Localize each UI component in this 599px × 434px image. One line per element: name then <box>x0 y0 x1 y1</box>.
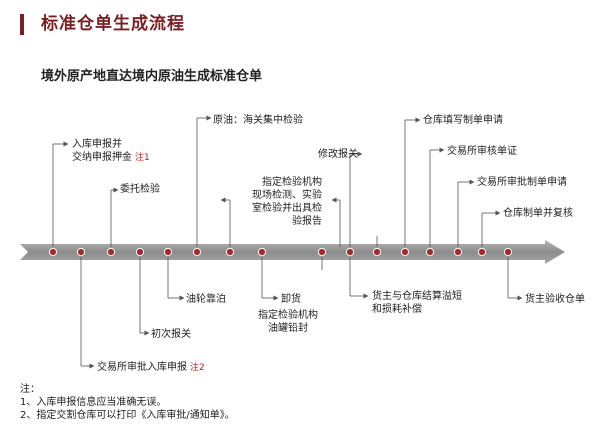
timeline-marker-5 <box>163 247 173 257</box>
timeline-marker-12 <box>400 247 410 257</box>
step-tank-sealing: 指定检验机构 油罐铅封 <box>258 310 318 334</box>
step-warehouse-issue: 仓库制单并复核 <box>503 208 573 219</box>
step-customs-inspection: 原油：海关集中检验 <box>213 115 303 126</box>
page-title: 标准仓单生成流程 <box>41 14 185 34</box>
step-initial-customs: 初次报关 <box>151 329 191 340</box>
note-ref-1: 注1 <box>135 153 150 163</box>
timeline-marker-16 <box>503 247 513 257</box>
step-settlement: 货主与仓库结算溢短 和损耗补偿 <box>372 291 462 315</box>
step-entrust-inspection: 委托检验 <box>120 184 160 195</box>
step-entry-declaration: 入库申报并 交纳申报押金注1 <box>72 139 150 163</box>
timeline-marker-4 <box>135 247 145 257</box>
footnotes: 注： 1、入库申报信息应当准确无误。 2、指定交割仓库可以打印《入库审批/通知单… <box>20 383 235 422</box>
timeline-marker-2 <box>76 247 86 257</box>
subtitle: 境外原产地直达境内原油生成标准仓单 <box>41 69 263 84</box>
timeline-marker-1 <box>48 247 58 257</box>
note-ref-2: 注2 <box>190 363 205 373</box>
step-warehouse-application: 仓库填写制单申请 <box>423 115 503 126</box>
timeline-marker-8 <box>257 247 267 257</box>
step-owner-acceptance: 货主验收仓单 <box>525 294 585 305</box>
timeline-arrow <box>20 240 565 264</box>
step-exchange-approve-receipt: 交易所审批制单申请 <box>477 177 567 188</box>
timeline-marker-13 <box>425 247 435 257</box>
step-unloading: 卸货 <box>281 294 301 305</box>
footnote-2: 2、指定交割仓库可以打印《入库审批/通知单》。 <box>20 410 235 421</box>
timeline-marker-14 <box>453 247 463 257</box>
title-accent-bar <box>20 14 24 35</box>
timeline-marker-11 <box>372 247 382 257</box>
step-inspection-report: 指定检验机构 现场检测、实验 室检验并出具检 验报告 <box>252 177 322 227</box>
step-tanker-berthing: 油轮靠泊 <box>186 294 226 305</box>
footnotes-heading: 注： <box>20 384 40 395</box>
timeline-marker-7 <box>225 247 235 257</box>
step-modify-customs: 修改报关 <box>318 149 358 160</box>
timeline-marker-6 <box>192 247 202 257</box>
timeline-marker-3 <box>106 247 116 257</box>
step-exchange-review: 交易所审核单证 <box>447 146 517 157</box>
footnote-1: 1、入库申报信息应当准确无误。 <box>20 397 167 408</box>
timeline-marker-15 <box>477 247 487 257</box>
timeline-marker-9 <box>317 247 327 257</box>
step-exchange-approval: 交易所审批入库申报注2 <box>97 362 205 373</box>
timeline-marker-10 <box>345 247 355 257</box>
